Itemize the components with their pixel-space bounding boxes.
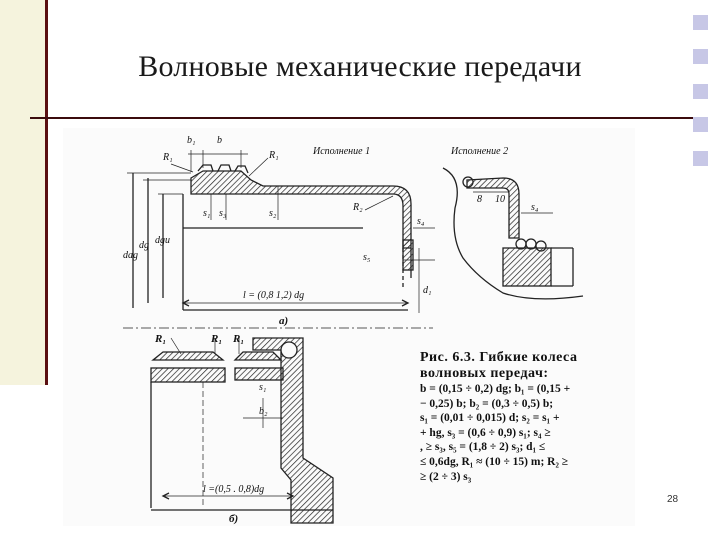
slide-number: 28 bbox=[667, 494, 679, 505]
caption-line: − 0,25) b; b₂ = (0,3 ÷ 0,5) b; bbox=[420, 397, 554, 410]
label-s4-v2: s₄ bbox=[531, 202, 539, 213]
caption-title-line1: Рис. 6.3. Гибкие колеса bbox=[420, 350, 578, 365]
label-s1: s₁ bbox=[203, 208, 210, 219]
drawing-svg: Исполнение 1 b₁ b R₁ R₁ s₁ s₃ s₂ R₂ s₄ s… bbox=[123, 135, 584, 525]
left-band-bottom bbox=[0, 385, 45, 540]
engineering-drawing: Исполнение 1 b₁ b R₁ R₁ s₁ s₃ s₂ R₂ s₄ s… bbox=[63, 128, 635, 526]
figure-caption: Рис. 6.3. Гибкие колеса волновых передач… bbox=[420, 350, 630, 484]
caption-line: ≥ (2 ÷ 3) s₃ bbox=[420, 470, 472, 483]
decor-square bbox=[693, 117, 708, 132]
label-b2: b₂ bbox=[259, 406, 268, 417]
caption-line: b = (0,15 ÷ 0,2) dg; b₁ = (0,15 + bbox=[420, 383, 571, 395]
label-length-a: l = (0,8 1,2) dg bbox=[243, 290, 304, 301]
vertical-rule bbox=[45, 0, 48, 385]
label-s3: s₃ bbox=[219, 208, 227, 219]
caption-title-line2: волновых передач: bbox=[420, 366, 549, 381]
label-dg: dg bbox=[139, 240, 149, 251]
caption-line: ≤ 0,6dg, R₁ ≈ (10 ÷ 15) m; R₂ ≥ bbox=[420, 455, 569, 468]
decor-square bbox=[693, 84, 708, 99]
caption-line: , ≥ s₃, s₅ = (1,8 ÷ 2) s₃; d₁ ≤ bbox=[420, 441, 546, 454]
drawing-variant2 bbox=[442, 167, 584, 300]
label-b: b bbox=[217, 135, 222, 146]
decor-square bbox=[693, 49, 708, 64]
label-b1: b₁ bbox=[187, 135, 195, 146]
decor-square bbox=[693, 15, 708, 30]
label-dag: dag bbox=[123, 250, 138, 261]
label-R1-right: R₁ bbox=[268, 150, 279, 161]
label-R2: R₂ bbox=[352, 202, 363, 213]
label-s4: s₄ bbox=[417, 216, 425, 227]
caption-line: s₁ = (0,01 ÷ 0,015) d; s₂ = s₁ + bbox=[420, 412, 560, 425]
label-length-b: l =(0,5 . 0,8)dg bbox=[203, 484, 264, 495]
label-R1-b-right: R₁ bbox=[232, 333, 244, 345]
label-part-b: б) bbox=[229, 513, 238, 525]
label-s5: s₅ bbox=[363, 252, 371, 263]
drawing-part-b bbox=[150, 337, 334, 524]
label-dgu: dgu bbox=[155, 235, 170, 246]
title-underline bbox=[30, 117, 693, 119]
label-R1-b-left: R₁ bbox=[154, 333, 166, 345]
label-10: 10 bbox=[495, 194, 505, 205]
caption-line: + hg, s₃ = (0,6 ÷ 0,9) s₁; s₄ ≥ bbox=[420, 426, 551, 439]
label-part-a: а) bbox=[279, 315, 288, 327]
label-s1-b: s₁ bbox=[259, 382, 266, 393]
label-R1-b-mid: R₁ bbox=[210, 333, 222, 345]
slide-title: Волновые механические передачи bbox=[138, 50, 582, 83]
decor-square bbox=[693, 151, 708, 166]
label-s2: s₂ bbox=[269, 208, 277, 219]
label-8: 8 bbox=[477, 194, 482, 205]
label-d1: d₁ bbox=[423, 285, 431, 296]
label-R1-left: R₁ bbox=[162, 152, 173, 163]
label-variant2: Исполнение 2 bbox=[450, 146, 508, 157]
label-variant1: Исполнение 1 bbox=[312, 146, 370, 157]
left-accent-band bbox=[0, 0, 45, 385]
drawing-part-a bbox=[123, 150, 435, 329]
